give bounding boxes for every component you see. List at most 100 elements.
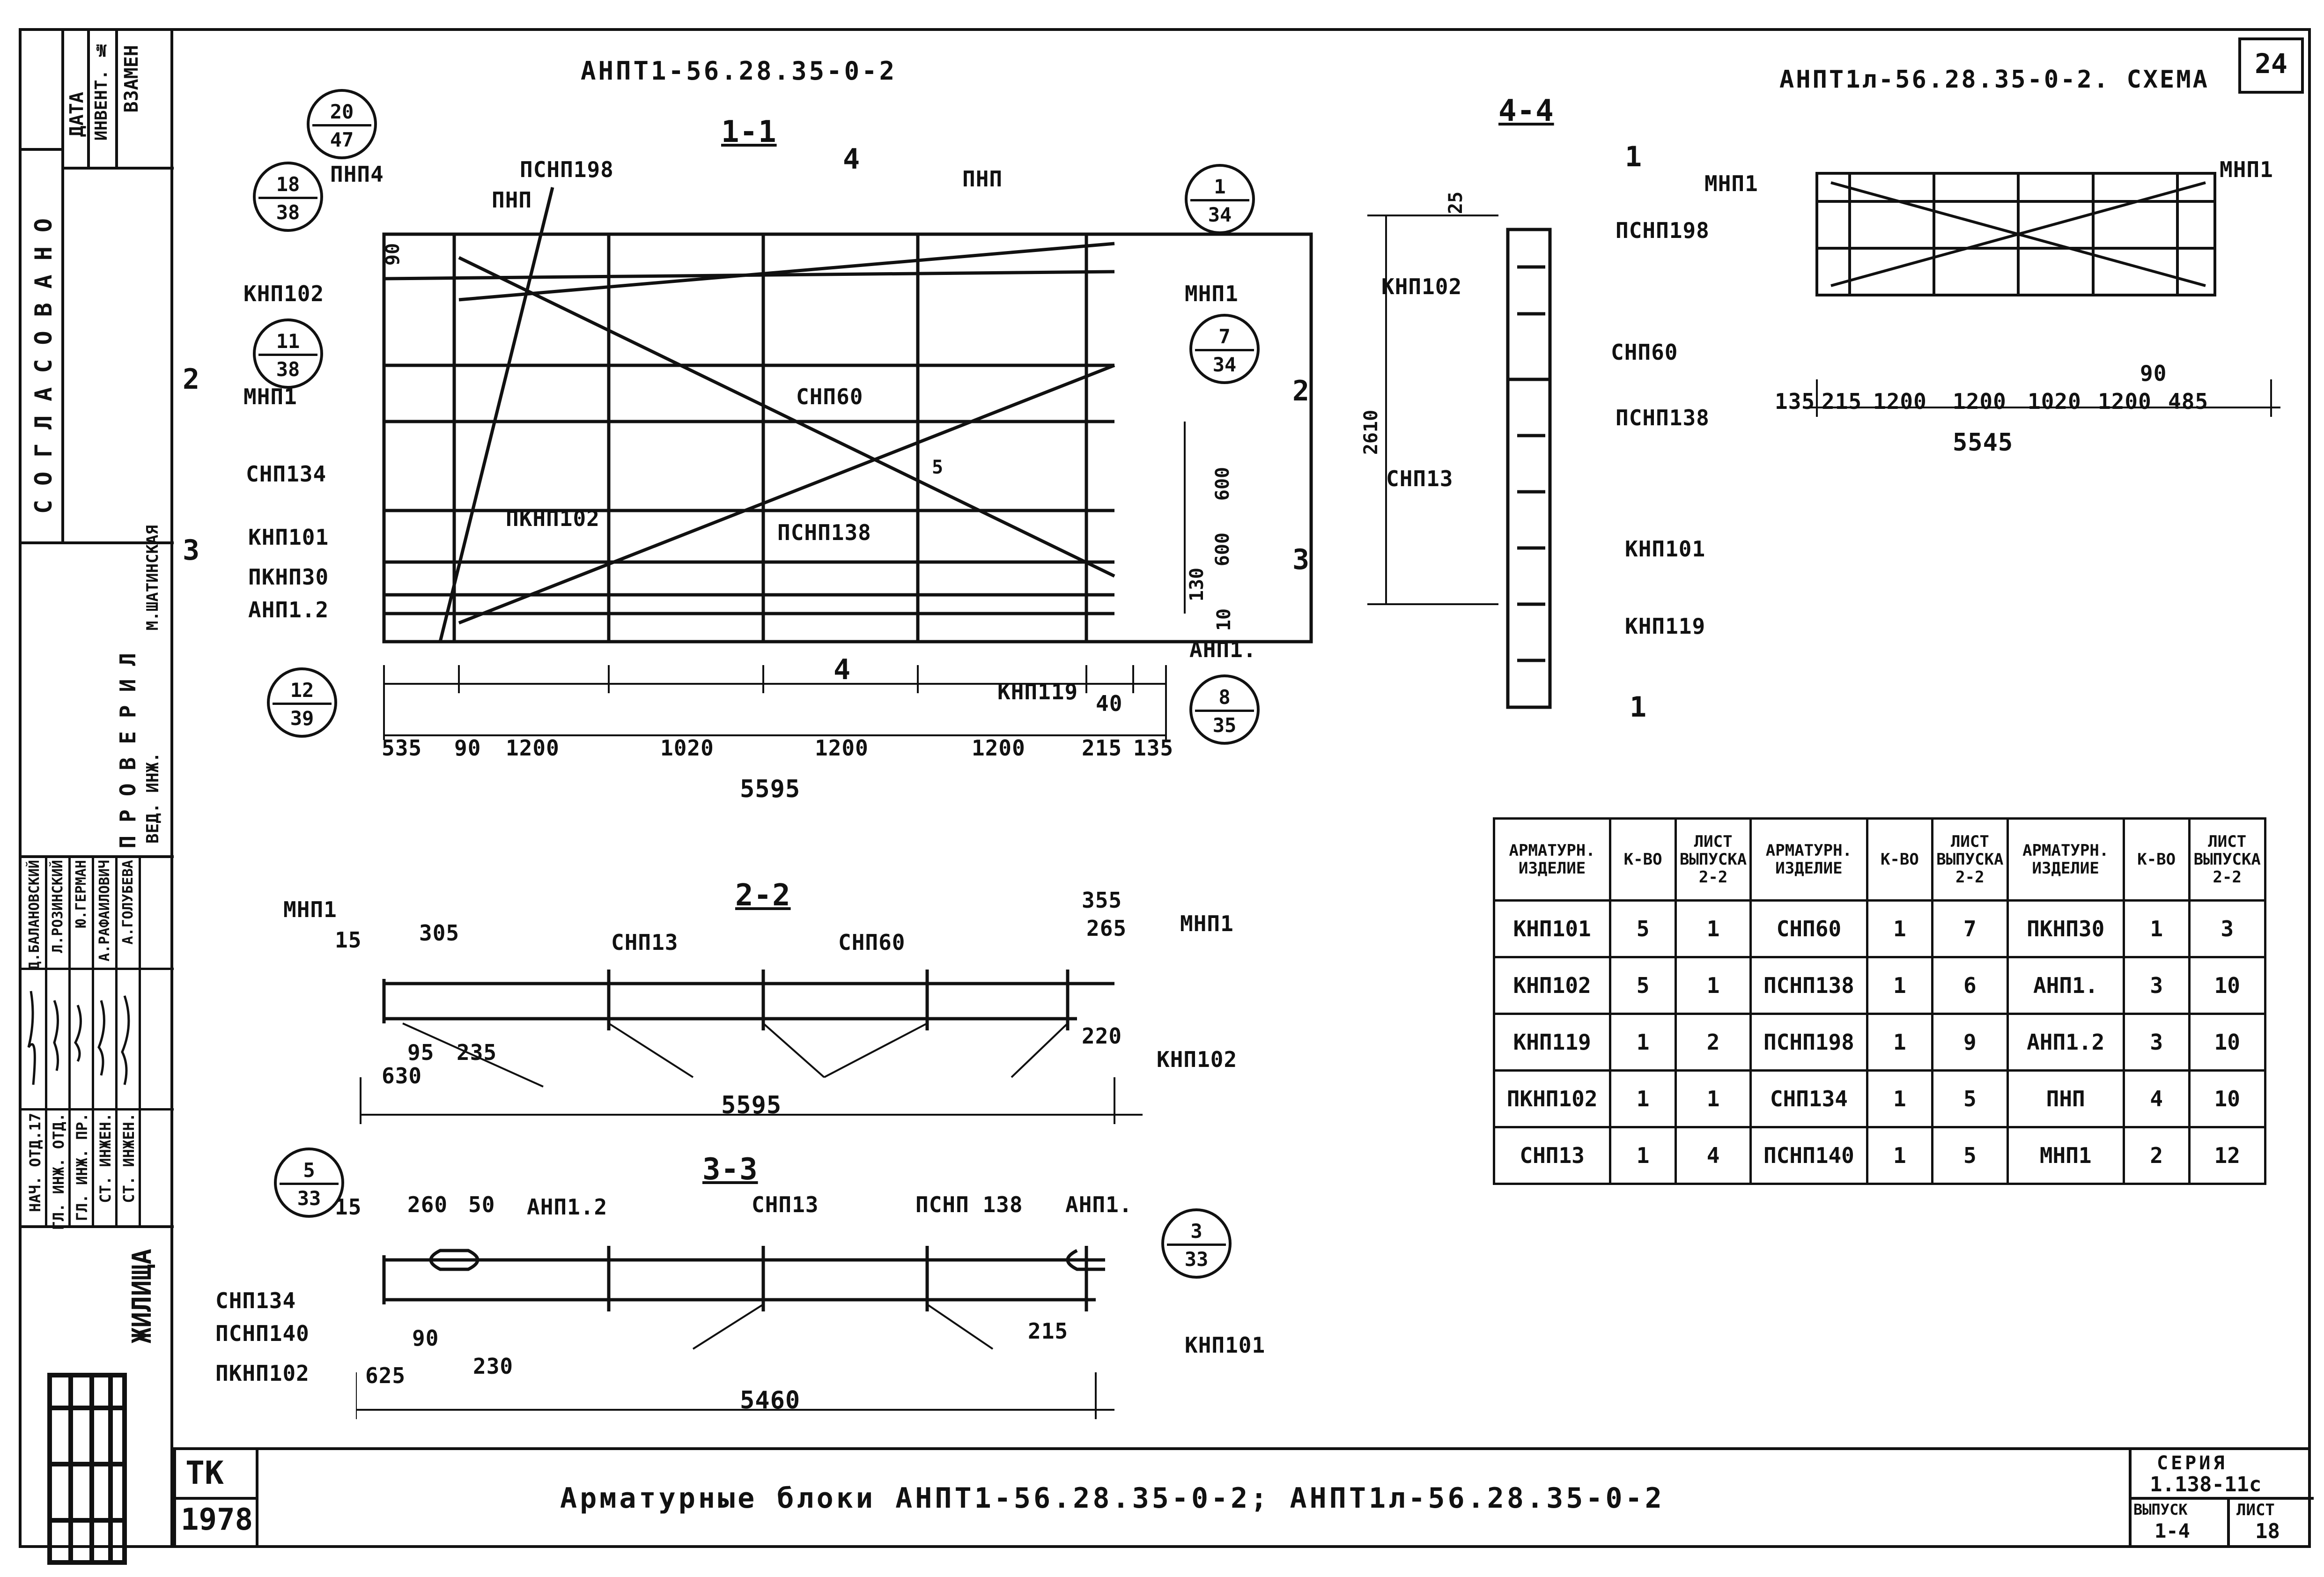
role-1: НАЧ. ОТД.17 <box>26 1113 44 1212</box>
label-4-4-snp13: СНП13 <box>1386 466 1453 491</box>
scheme-dim-1200-b: 1200 <box>1953 389 2007 414</box>
scheme-dim-485: 485 <box>2168 389 2209 414</box>
agreed-label: СОГЛАСОВАНО <box>30 204 57 514</box>
label-2-2-mnp1-left: МНП1 <box>283 897 337 922</box>
section-4-4-cut-bottom: 1 <box>1630 691 1647 724</box>
dim-2-2-355: 355 <box>1082 888 1122 913</box>
issue-value: 1-4 <box>2154 1519 2190 1542</box>
spec-header: К-ВО <box>2122 817 2191 902</box>
dim-215: 215 <box>1082 735 1122 761</box>
spec-header: АРМАТУРН. ИЗДЕЛИЕ <box>1492 817 1612 902</box>
specification-table: АРМАТУРН. ИЗДЕЛИЕ К-ВО ЛИСТ ВЫПУСКА 2-2 … <box>1492 817 2266 1185</box>
scheme-dim-1200-a: 1200 <box>1873 389 1927 414</box>
total-2-2-5595: 5595 <box>721 1091 782 1119</box>
role-2: ГЛ. ИНЖ. ОТД. <box>50 1113 67 1230</box>
total-3-3-5460: 5460 <box>740 1386 801 1414</box>
dim-3-3-90: 90 <box>412 1325 439 1351</box>
dim-4-4-2610: 2610 <box>1360 409 1382 455</box>
label-knp102: КНП102 <box>243 281 325 306</box>
dim-1020: 1020 <box>660 735 714 761</box>
org-logo <box>45 1370 129 1567</box>
org-name: ЖИЛИЩА <box>127 1249 157 1344</box>
spec-header-row: АРМАТУРН. ИЗДЕЛИЕ К-ВО ЛИСТ ВЫПУСКА 2-2 … <box>1492 817 2266 902</box>
name-4: А.РАФАИЛОВИЧ <box>96 860 113 962</box>
dim-3-3-50: 50 <box>468 1192 495 1217</box>
scheme-dim-215: 215 <box>1822 389 1862 414</box>
year-label: 1978 <box>181 1503 253 1537</box>
label-psnp138: ПСНП138 <box>777 520 871 545</box>
label-pknp102: ПКНП102 <box>506 506 600 531</box>
label-knp119: КНП119 <box>997 679 1078 704</box>
scheme-total-5545: 5545 <box>1953 429 2014 457</box>
cut-mark-3-right: 3 <box>1292 543 1310 576</box>
section-1-1-drawing <box>382 187 1313 740</box>
label-psnp198: ПСНП198 <box>520 157 614 182</box>
sheet-title: Арматурные блоки АНПТ1-56.28.35-0-2; АНП… <box>560 1482 1665 1515</box>
inv-label: ИНВЕНТ. № <box>92 40 111 141</box>
tk-label: ТК <box>185 1455 224 1492</box>
label-3-3-anp1: АНП1. <box>1065 1192 1133 1217</box>
dim-90-top: 90 <box>382 243 404 266</box>
series-label: СЕРИЯ <box>2157 1452 2228 1474</box>
replace-label: ВЗАМЕН <box>121 45 142 113</box>
label-knp101: КНП101 <box>248 525 329 550</box>
label-4-4-knp119: КНП119 <box>1625 614 1706 639</box>
dim-2-2-305: 305 <box>419 920 460 946</box>
role-5: СТ. ИНЖЕН. <box>120 1113 138 1203</box>
label-3-3-snp134: СНП134 <box>215 1288 296 1313</box>
cut-mark-2-right: 2 <box>1292 375 1310 407</box>
scheme-dim-1020: 1020 <box>2028 389 2081 414</box>
section-4-4-cut-top: 1 <box>1625 141 1643 173</box>
signatures <box>27 991 130 1085</box>
cut-mark-4-bottom: 4 <box>834 653 851 686</box>
section-1-1-title: 1-1 <box>721 115 777 149</box>
date-label: ДАТА <box>66 92 88 137</box>
dim-3-3-625: 625 <box>365 1363 406 1388</box>
dim-2-2-235: 235 <box>457 1040 497 1065</box>
spec-header: АРМАТУРН. ИЗДЕЛИЕ <box>1749 817 1868 902</box>
dim-2-2-265: 265 <box>1086 916 1127 941</box>
page-number-box: 24 <box>2238 37 2304 94</box>
tsniiep-logo-icon <box>47 1373 127 1565</box>
label-pnp-a: ПНП <box>492 187 532 213</box>
name-1: Д.БАЛАНОВСКИЙ <box>26 860 43 970</box>
label-3-3-pknp102: ПКНП102 <box>215 1361 310 1386</box>
label-3-3-snp13: СНП13 <box>752 1192 819 1217</box>
label-pknp30: ПКНП30 <box>248 564 329 590</box>
page-number: 24 <box>2255 48 2287 80</box>
dim-535: 535 <box>382 735 422 761</box>
section-3-3-drawing <box>356 1246 1114 1419</box>
label-4-4-knp102: КНП102 <box>1381 274 1462 299</box>
dim-3-3-260: 260 <box>407 1192 448 1217</box>
label-anp1: АНП1. <box>1189 637 1257 662</box>
section-3-3-title: 3-3 <box>702 1152 758 1187</box>
label-4-4-psnp138: ПСНП138 <box>1616 405 1710 430</box>
lead-engineer-name: М.ШАТИНСКАЯ <box>143 525 162 631</box>
dim-2-2-15: 15 <box>335 927 362 953</box>
scheme-code: АНПТ1л-56.28.35-0-2. СХЕМА <box>1779 66 2209 94</box>
role-4: СТ. ИНЖЕН. <box>96 1113 114 1203</box>
dim-2-2-95: 95 <box>407 1040 435 1065</box>
label-2-2-knp102: КНП102 <box>1157 1047 1238 1072</box>
scheme-dim-135: 135 <box>1775 389 1815 414</box>
role-3: ГЛ. ИНЖ. ПР. <box>73 1113 91 1222</box>
dim-2-2-220: 220 <box>1082 1023 1122 1049</box>
dim-2-2-630: 630 <box>382 1063 422 1088</box>
issue-label: ВЫПУСК <box>2133 1501 2188 1518</box>
scheme-dim-1200-c: 1200 <box>2098 389 2152 414</box>
name-3: Ю.ГЕРМАН <box>73 860 89 928</box>
total-5595-top: 5595 <box>740 775 801 803</box>
label-2-2-mnp1-right: МНП1 <box>1180 911 1234 936</box>
spec-header: АРМАТУРН. ИЗДЕЛИЕ <box>2006 817 2125 902</box>
cut-mark-2-left: 2 <box>183 363 200 396</box>
lead-engineer-role: ВЕД. ИНЖ. <box>143 752 162 844</box>
